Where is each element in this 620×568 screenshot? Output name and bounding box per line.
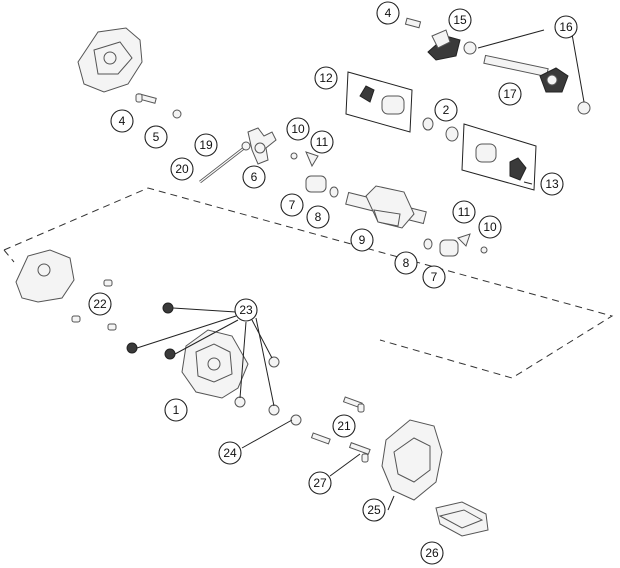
svg-text:7: 7 (289, 198, 296, 212)
callout-15: 15 (448, 8, 472, 32)
guard-part-26 (435, 501, 489, 537)
svg-text:8: 8 (403, 256, 410, 270)
callout-1: 1 (164, 398, 188, 422)
rod-part-19-20 (199, 141, 251, 184)
callout-11-lower: 11 (452, 200, 476, 224)
callout-27: 27 (308, 471, 332, 495)
callout-12: 12 (314, 66, 338, 90)
svg-text:19: 19 (199, 138, 213, 152)
shift-cam-part-15 (404, 17, 461, 61)
screw-part-10-upper (290, 152, 298, 160)
ring-part-8-lower (423, 238, 433, 250)
screw-part-27 (310, 432, 371, 463)
callout-9: 9 (350, 228, 374, 252)
svg-text:10: 10 (291, 122, 305, 136)
callout-2: 2 (434, 98, 458, 122)
kit-box-part-12 (345, 71, 413, 133)
callout-4-left: 4 (110, 109, 134, 133)
svg-text:5: 5 (153, 130, 160, 144)
callout-25: 25 (362, 498, 386, 522)
callout-23: 23 (234, 298, 258, 322)
svg-text:11: 11 (458, 205, 471, 219)
callout-13: 13 (540, 172, 564, 196)
svg-text:13: 13 (545, 177, 559, 191)
svg-text:6: 6 (251, 170, 258, 184)
callout-7-lower: 7 (422, 265, 446, 289)
svg-text:24: 24 (223, 446, 237, 460)
svg-text:26: 26 (425, 546, 439, 560)
callout-4-top: 4 (376, 1, 400, 25)
callout-22: 22 (88, 292, 112, 316)
callout-6: 6 (242, 165, 266, 189)
callout-16: 16 (554, 15, 578, 39)
shift-lever-part-6 (247, 127, 277, 165)
bushing-part-16-bottom (577, 101, 591, 115)
svg-text:4: 4 (385, 6, 392, 20)
callout-8-upper: 8 (306, 205, 330, 229)
svg-text:7: 7 (431, 270, 438, 284)
screw-part-21 (342, 396, 365, 413)
svg-text:25: 25 (367, 503, 381, 517)
svg-text:8: 8 (315, 210, 322, 224)
screw-part-10-lower (480, 246, 488, 254)
cover-part-left (15, 249, 75, 303)
housing-part-1 (181, 329, 249, 399)
callout-26: 26 (420, 541, 444, 565)
callout-20: 20 (170, 157, 194, 181)
screw-part-22 (71, 279, 117, 331)
sleeve-part-7-lower (439, 239, 459, 257)
callout-10-lower: 10 (478, 215, 502, 239)
washer-part-24 (290, 414, 302, 426)
ring-part-8-upper (329, 186, 339, 198)
callout-5: 5 (144, 125, 168, 149)
callout-19: 19 (194, 133, 218, 157)
shift-shaft-part-17 (483, 54, 569, 93)
screw-part-4-left (135, 93, 157, 104)
svg-text:2: 2 (443, 103, 450, 117)
svg-text:27: 27 (313, 476, 327, 490)
callout-17: 17 (498, 82, 522, 106)
svg-text:23: 23 (239, 303, 253, 317)
svg-text:17: 17 (503, 87, 517, 101)
svg-text:16: 16 (559, 20, 573, 34)
callout-8-lower: 8 (394, 251, 418, 275)
cone-part-11-lower (457, 233, 471, 247)
assembly-boundary (3, 187, 614, 379)
sleeve-part-7-upper (305, 175, 327, 193)
cone-part-11-upper (305, 151, 319, 168)
svg-text:21: 21 (337, 419, 351, 433)
o-ring-part-2 (422, 117, 459, 142)
svg-text:10: 10 (483, 220, 497, 234)
callout-11-upper: 11 (310, 130, 334, 154)
svg-text:4: 4 (119, 114, 126, 128)
kit-box-part-13 (461, 123, 537, 191)
leader-lines (136, 29, 585, 511)
washer-part-5 (172, 109, 182, 119)
svg-text:9: 9 (359, 233, 366, 247)
shift-drum-part-9 (345, 185, 427, 229)
callout-24: 24 (218, 441, 242, 465)
svg-text:12: 12 (319, 71, 333, 85)
svg-text:15: 15 (453, 13, 467, 27)
callout-10-upper: 10 (286, 117, 310, 141)
bushing-part-16-top (463, 41, 477, 55)
svg-text:1: 1 (173, 403, 180, 417)
svg-text:20: 20 (175, 162, 189, 176)
seal-part-23 (126, 302, 280, 416)
svg-text:22: 22 (93, 297, 107, 311)
callout-7-upper: 7 (280, 193, 304, 217)
cover-part-top-left (77, 27, 143, 93)
callout-21: 21 (332, 414, 356, 438)
svg-text:11: 11 (316, 135, 329, 149)
cover-part-25 (381, 419, 443, 501)
